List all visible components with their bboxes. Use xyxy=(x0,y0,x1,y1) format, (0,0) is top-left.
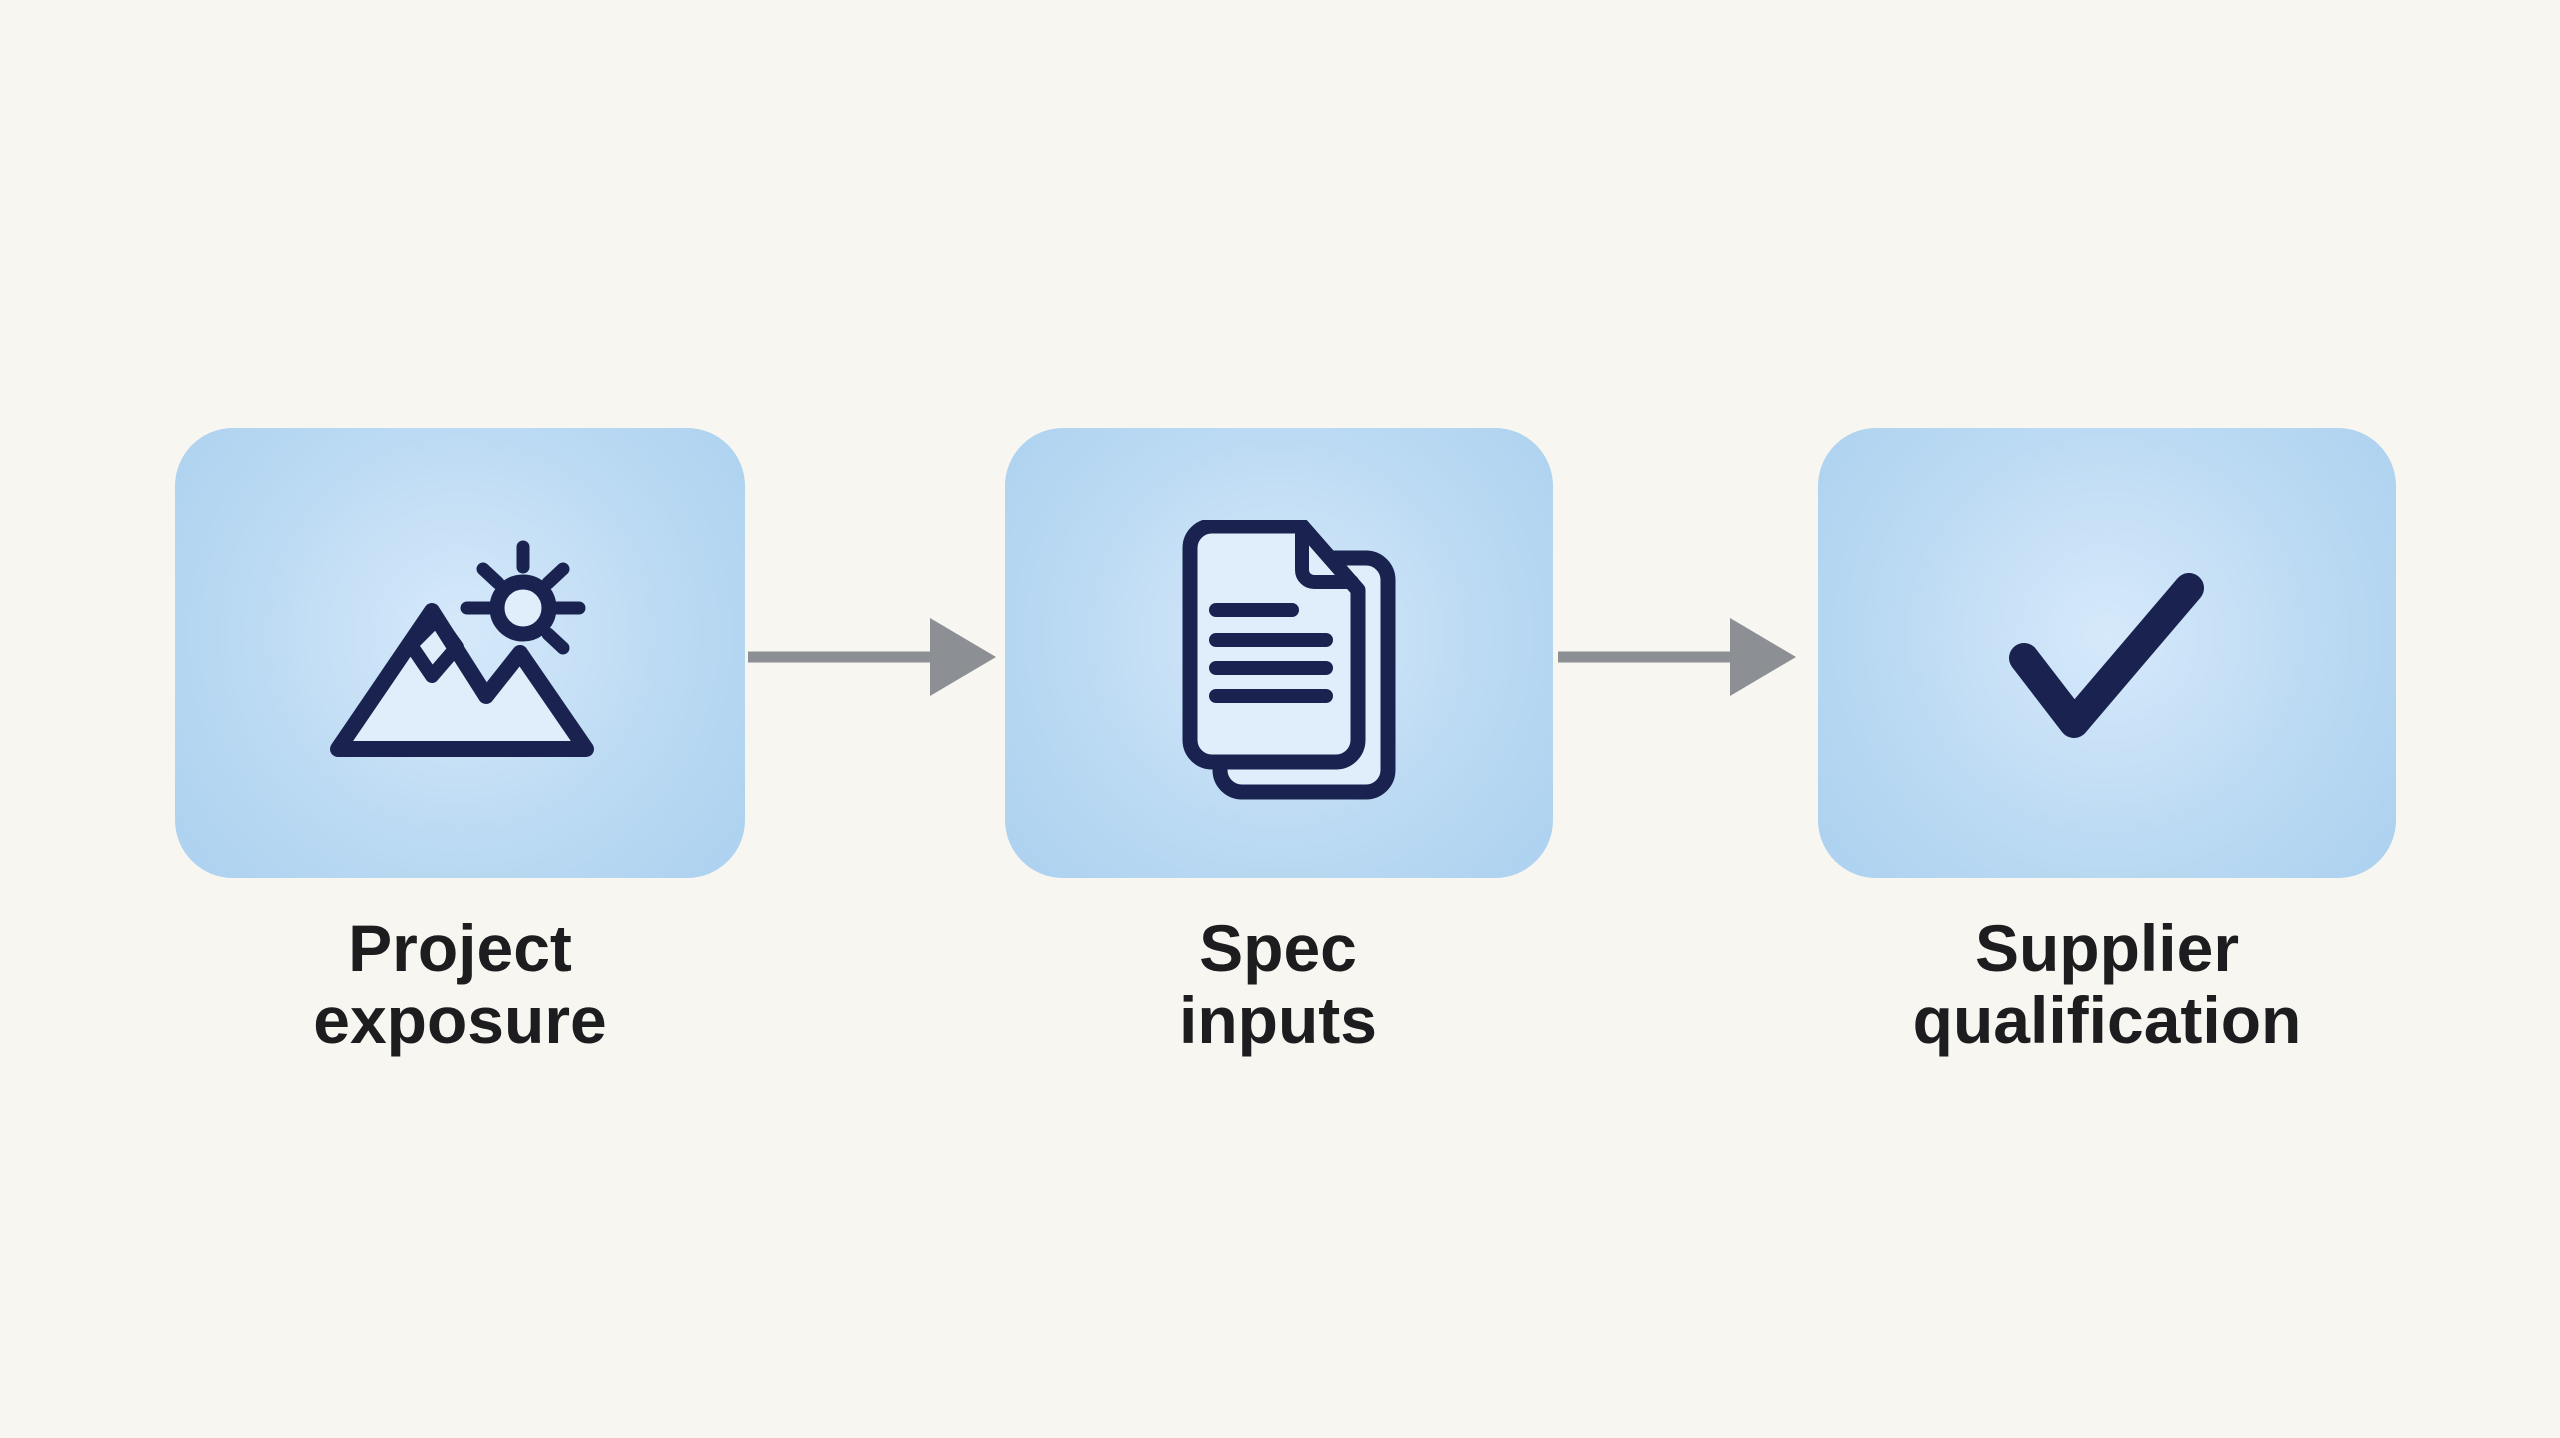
arrow-right-icon xyxy=(1558,618,1796,696)
documents-icon xyxy=(1182,520,1396,800)
step-label-supplier-qualification: Supplier qualification xyxy=(1912,911,2302,1057)
step-label-spec-inputs: Spec inputs xyxy=(1179,911,1377,1057)
step-label-project-exposure: Project exposure xyxy=(313,911,607,1057)
checkmark-icon xyxy=(2009,573,2204,738)
arrow-right-icon xyxy=(748,618,996,696)
step-card-supplier-qualification xyxy=(1818,428,2396,878)
mountain-sun-icon xyxy=(330,540,594,757)
